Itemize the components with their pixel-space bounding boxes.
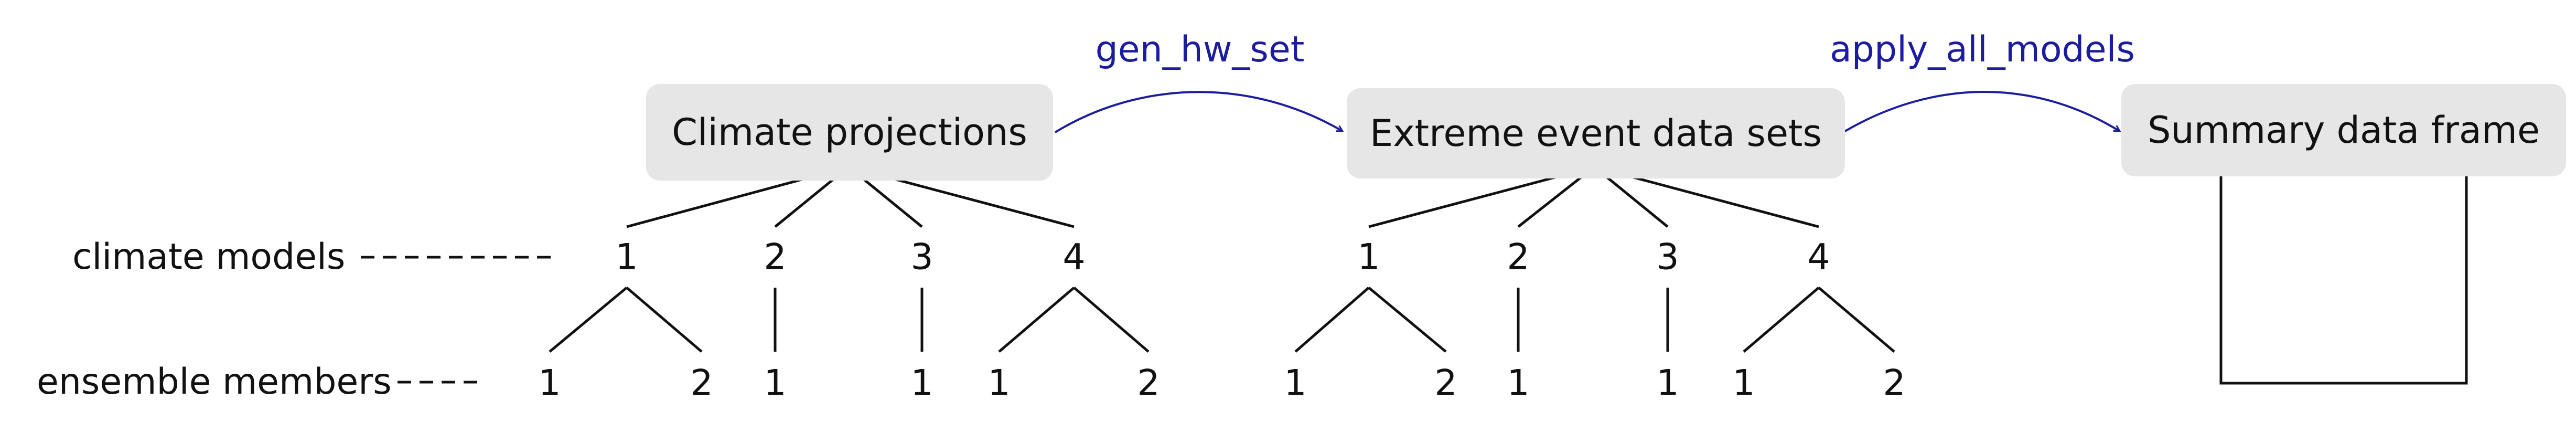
ensemble-members-label: ensemble members bbox=[37, 361, 392, 403]
summary-frame-square bbox=[2219, 162, 2468, 385]
tree2-model-number: 4 bbox=[1807, 236, 1830, 278]
tree1-model-number: 2 bbox=[764, 236, 787, 278]
tree2-member-number: 1 bbox=[1507, 362, 1530, 404]
tree2-model-number: 1 bbox=[1357, 236, 1380, 278]
tree2-model-number: 3 bbox=[1656, 236, 1679, 278]
tree1-model-number: 1 bbox=[615, 236, 638, 278]
arrow-label-apply-all-models: apply_all_models bbox=[1830, 29, 2135, 70]
tree2-member-number: 1 bbox=[1284, 362, 1307, 404]
tree1-member-number: 2 bbox=[690, 362, 713, 404]
tree1-member-number: 2 bbox=[1137, 362, 1160, 404]
tree1-member-number: 1 bbox=[538, 362, 561, 404]
tree1-member-number: 1 bbox=[988, 362, 1011, 404]
tree1-model-number: 3 bbox=[910, 236, 933, 278]
summary-data-frame-box: Summary data frame bbox=[2121, 84, 2566, 176]
climate-projections-box: Climate projections bbox=[646, 84, 1053, 181]
arrow-gen-hw-set bbox=[1054, 91, 1343, 133]
extreme-event-box: Extreme event data sets bbox=[1347, 88, 1845, 178]
tree2-member-number: 1 bbox=[1732, 362, 1755, 404]
tree-extreme bbox=[1294, 165, 1895, 353]
tree1-member-number: 1 bbox=[910, 362, 933, 404]
tree1-model-number: 4 bbox=[1062, 236, 1086, 278]
arrow-label-gen-hw-set: gen_hw_set bbox=[1095, 29, 1305, 70]
tree2-model-number: 2 bbox=[1507, 236, 1530, 278]
tree1-member-number: 1 bbox=[764, 362, 787, 404]
tree2-member-number: 2 bbox=[1434, 362, 1457, 404]
tree2-member-number: 1 bbox=[1656, 362, 1679, 404]
climate-models-label: climate models bbox=[72, 236, 346, 278]
arrow-apply-all-models bbox=[1844, 91, 2120, 132]
tree2-member-number: 2 bbox=[1883, 362, 1906, 404]
tree-projections bbox=[549, 165, 1150, 353]
